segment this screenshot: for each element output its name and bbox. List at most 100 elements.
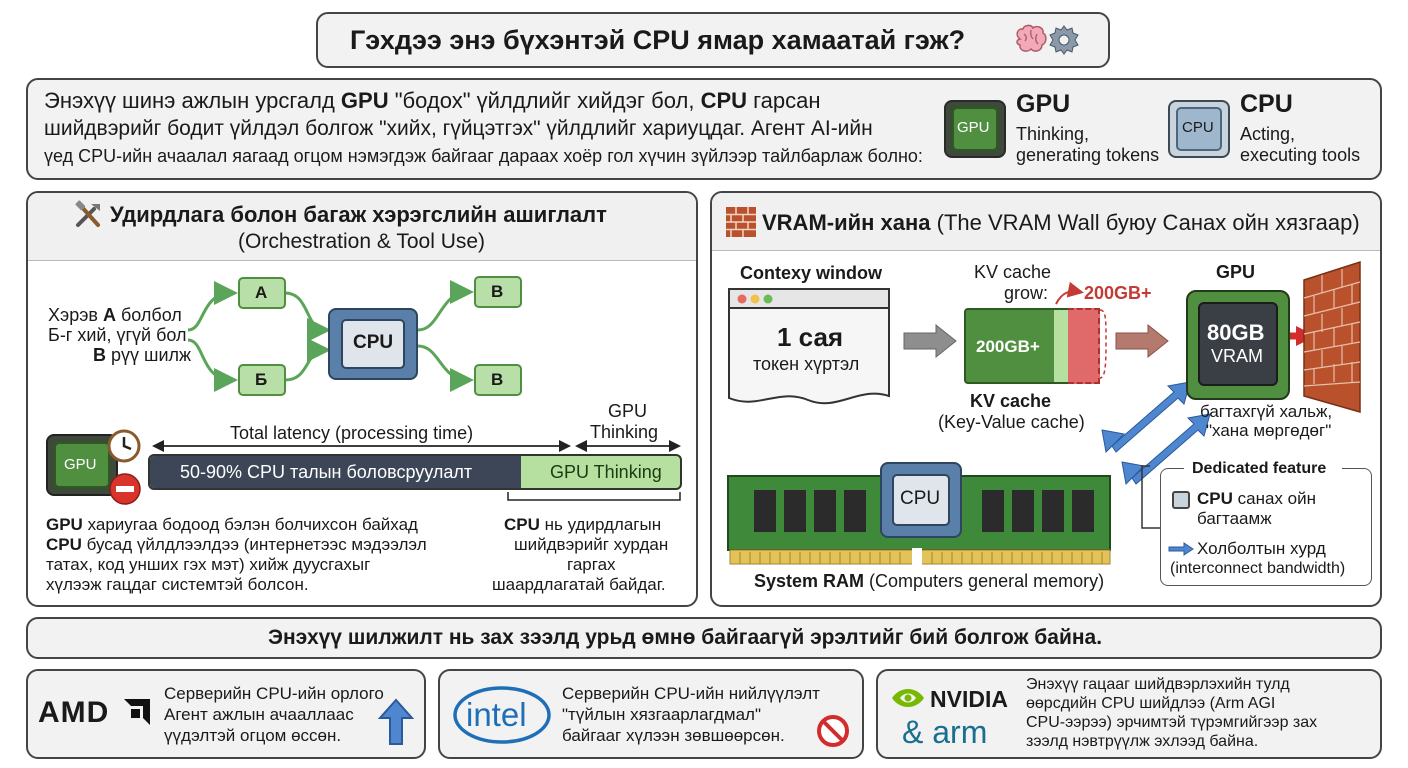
intro-line-1: Энэхүү шинэ ажлын урсгалд GPU "бодох" үй…	[44, 88, 821, 113]
feature-line-2: багтаамж	[1197, 509, 1272, 528]
stop-icon	[109, 473, 141, 505]
legend-gpu-line2: generating tokens	[1016, 145, 1160, 165]
context-doc-small: токен хүртэл	[753, 354, 860, 374]
overflow-line-2: "хана мөргөдөг"	[1206, 421, 1332, 440]
orch-right-line-3: гаргах	[567, 555, 616, 574]
legend-cpu-line2: executing tools	[1240, 145, 1361, 165]
brick-wall	[1303, 260, 1361, 413]
tools-icon	[75, 200, 100, 227]
overflow-line-1: багтахгүй хальж,	[1200, 402, 1333, 421]
ram-cpu-chip-core	[892, 474, 950, 526]
amd-card	[26, 669, 426, 759]
latency-bar-gpu-label: GPU Thinking	[550, 462, 662, 482]
intro-box	[26, 78, 1382, 180]
intel-line-2: "түйлын хязгаарлагдмал"	[562, 705, 762, 724]
amd-line-2: Агент ажлын ачааллаас	[164, 705, 354, 724]
amd-line-1: Серверийн CPU-ийн орлого	[164, 684, 384, 703]
legend-gpu-chip-core	[952, 107, 998, 151]
ram-cpu-label: CPU	[900, 488, 941, 509]
orch-desc-line-3: татах, код унших гэх мэт) хийж дуусгахыг	[46, 555, 371, 574]
context-document	[728, 288, 890, 405]
amd-line-3: үүдэлтэй огцом өссөн.	[164, 726, 342, 745]
total-latency-label: Total latency (processing time)	[230, 423, 474, 443]
legend-cpu-title: CPU	[1240, 90, 1293, 118]
latency-gpu-label: GPU	[64, 456, 97, 473]
legend-cpu-line1: Acting,	[1240, 124, 1296, 144]
orch-desc-line-4: хүлээж гацдаг системтэй болсон.	[46, 575, 309, 594]
node-b3-label: B	[491, 370, 504, 389]
node-b1	[238, 364, 286, 396]
banner-box	[26, 617, 1382, 659]
latency-bar-cpu	[150, 456, 521, 488]
dedicated-feature-title: Dedicated feature	[1192, 460, 1327, 477]
intro-line-2: шийдвэрийг бодит үйлдэл болгож "хийх, гү…	[44, 117, 873, 140]
orch-desc-line-2: CPU бусад үйлдлээлдээ (интернетээс мэдээ…	[46, 535, 427, 554]
orch-right-line-1: CPU нь удирдлагын	[504, 515, 662, 534]
brain-icon	[1016, 24, 1047, 52]
orch-desc-line-1: GPU хариугаа бодоод бэлэн болчихсон байх…	[46, 515, 418, 534]
orch-right-line-2: шийдвэрийг хурдан	[514, 535, 669, 554]
feature-line-1: CPU санах ойн	[1197, 489, 1316, 508]
orch-right-line-4: шаардлагатай байдаг.	[492, 575, 666, 594]
nvidia-logo: NVIDIA	[930, 686, 1008, 712]
kv-grow-2: grow:	[1004, 283, 1049, 303]
brick-wall-icon	[726, 207, 756, 237]
feature-cpu-icon	[1172, 491, 1190, 509]
gpu-thinking-top-1: GPU	[608, 401, 648, 421]
intel-line-1: Серверийн CPU-ийн нийлүүлэлт	[562, 684, 820, 703]
vram-header	[712, 193, 1380, 251]
context-doc-big: 1 сая	[777, 322, 844, 352]
banner-text: Энэхүү шилжилт нь зах зээлд урьд өмнө ба…	[268, 626, 1103, 649]
kv-cache-overflow	[1068, 308, 1100, 384]
condition-line-3: B рүү шилж	[93, 345, 192, 365]
node-b2	[474, 276, 522, 308]
orchestration-title: Удирдлага болон багаж хэрэгслийн ашиглал…	[110, 202, 607, 227]
no-entry-icon	[817, 715, 849, 747]
condition-line-1: Хэрэв A болбол	[48, 305, 182, 325]
orchestration-header	[28, 193, 696, 261]
nvidia-line-4: зээлд нэвтрүүлж эхлээд байна.	[1026, 733, 1259, 750]
intel-line-3: байгааг хүлээн зөвшөөрсөн.	[562, 726, 785, 745]
context-window-label: Contexy window	[740, 263, 883, 283]
legend-cpu-chip-core	[1176, 107, 1222, 151]
vram-gpu-mem-1: 80GB	[1207, 320, 1265, 345]
legend-gpu-chip-label: GPU	[957, 119, 990, 136]
feature-line-4: (interconnect bandwidth)	[1170, 560, 1346, 577]
intel-card	[438, 669, 864, 759]
latency-bar	[148, 454, 682, 490]
intro-line-3: үед CPU-ийн ачаалал яагаад огцом нэмэгдэ…	[44, 146, 923, 166]
amd-logo-mark	[124, 699, 150, 725]
node-b3	[474, 364, 522, 396]
orch-cpu-label: CPU	[353, 332, 394, 353]
system-ram-label: System RAM (Computers general memory)	[754, 571, 1105, 591]
node-b1-label: Б	[255, 370, 268, 389]
node-a-label: A	[255, 283, 268, 302]
latency-gpu-chip-core	[54, 442, 110, 488]
dedicated-feature-title-bg	[1184, 458, 1342, 480]
arrow-up-icon	[377, 698, 415, 745]
kv-overflow-label: 200GB+	[1084, 283, 1152, 303]
kv-block-label: 200GB+	[976, 337, 1040, 356]
page-title: Гэхдээ энэ бүхэнтэй CPU ямар хамаатай гэ…	[350, 25, 966, 55]
gear-icon	[1049, 25, 1079, 55]
kv-cache-mid	[1054, 308, 1068, 384]
legend-gpu-title: GPU	[1016, 90, 1071, 118]
intel-logo-swoosh	[453, 686, 551, 744]
feature-line-3: Холболтын хурд	[1197, 539, 1326, 558]
clock-icon	[107, 429, 141, 463]
node-a	[238, 277, 286, 309]
title-box	[316, 12, 1110, 68]
vram-gpu-chip-core	[1198, 302, 1278, 386]
kv-cache-title: KV cache	[970, 391, 1052, 411]
kv-cache-block	[964, 308, 1058, 384]
legend-cpu-chip-label: CPU	[1182, 119, 1214, 136]
kv-cache-sub: (Key-Value cache)	[938, 412, 1085, 432]
amd-logo: AMD	[38, 696, 110, 729]
kv-grow-1: KV cache	[974, 262, 1052, 282]
vram-title: VRAM-ийн хана (The VRAM Wall буюу Санах …	[762, 210, 1360, 235]
dedicated-feature-box	[1160, 468, 1372, 586]
arm-logo: & arm	[902, 714, 988, 750]
orchestration-subtitle: (Orchestration & Tool Use)	[238, 230, 486, 253]
